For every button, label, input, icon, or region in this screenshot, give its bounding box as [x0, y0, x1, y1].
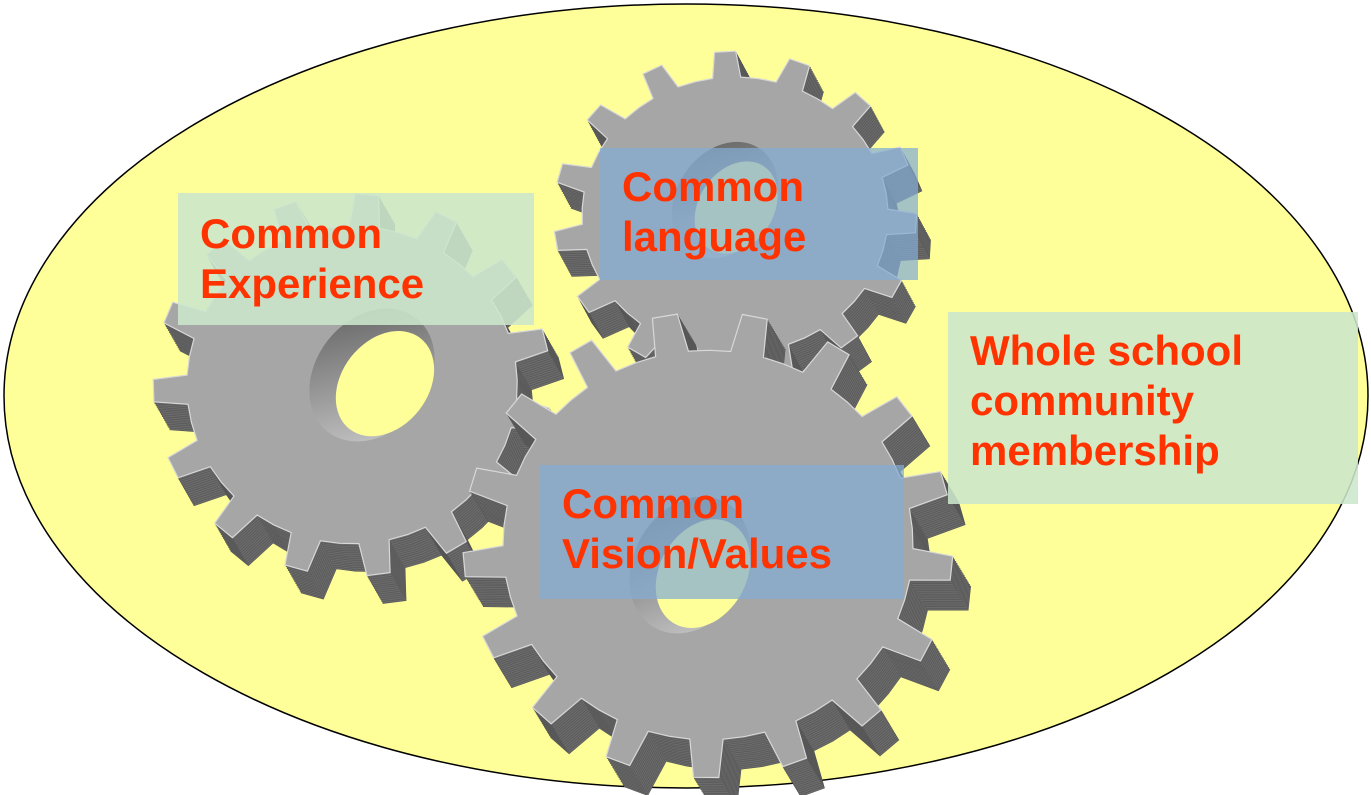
label-experience-line2: Experience: [200, 260, 425, 307]
label-vision-line1: Common: [562, 480, 744, 527]
label-language-line1: Common: [622, 163, 804, 210]
label-community-line2: community: [970, 377, 1195, 424]
label-vision-line2: Vision/Values: [562, 530, 833, 577]
label-community-line3: membership: [970, 427, 1220, 474]
label-language: Common language: [600, 148, 918, 280]
label-language-line2: language: [622, 213, 807, 260]
label-vision: Common Vision/Values: [540, 465, 904, 599]
label-experience: Common Experience: [178, 193, 534, 325]
label-community: Whole school community membership: [948, 312, 1358, 504]
label-experience-line1: Common: [200, 210, 382, 257]
label-community-line1: Whole school: [970, 327, 1243, 374]
